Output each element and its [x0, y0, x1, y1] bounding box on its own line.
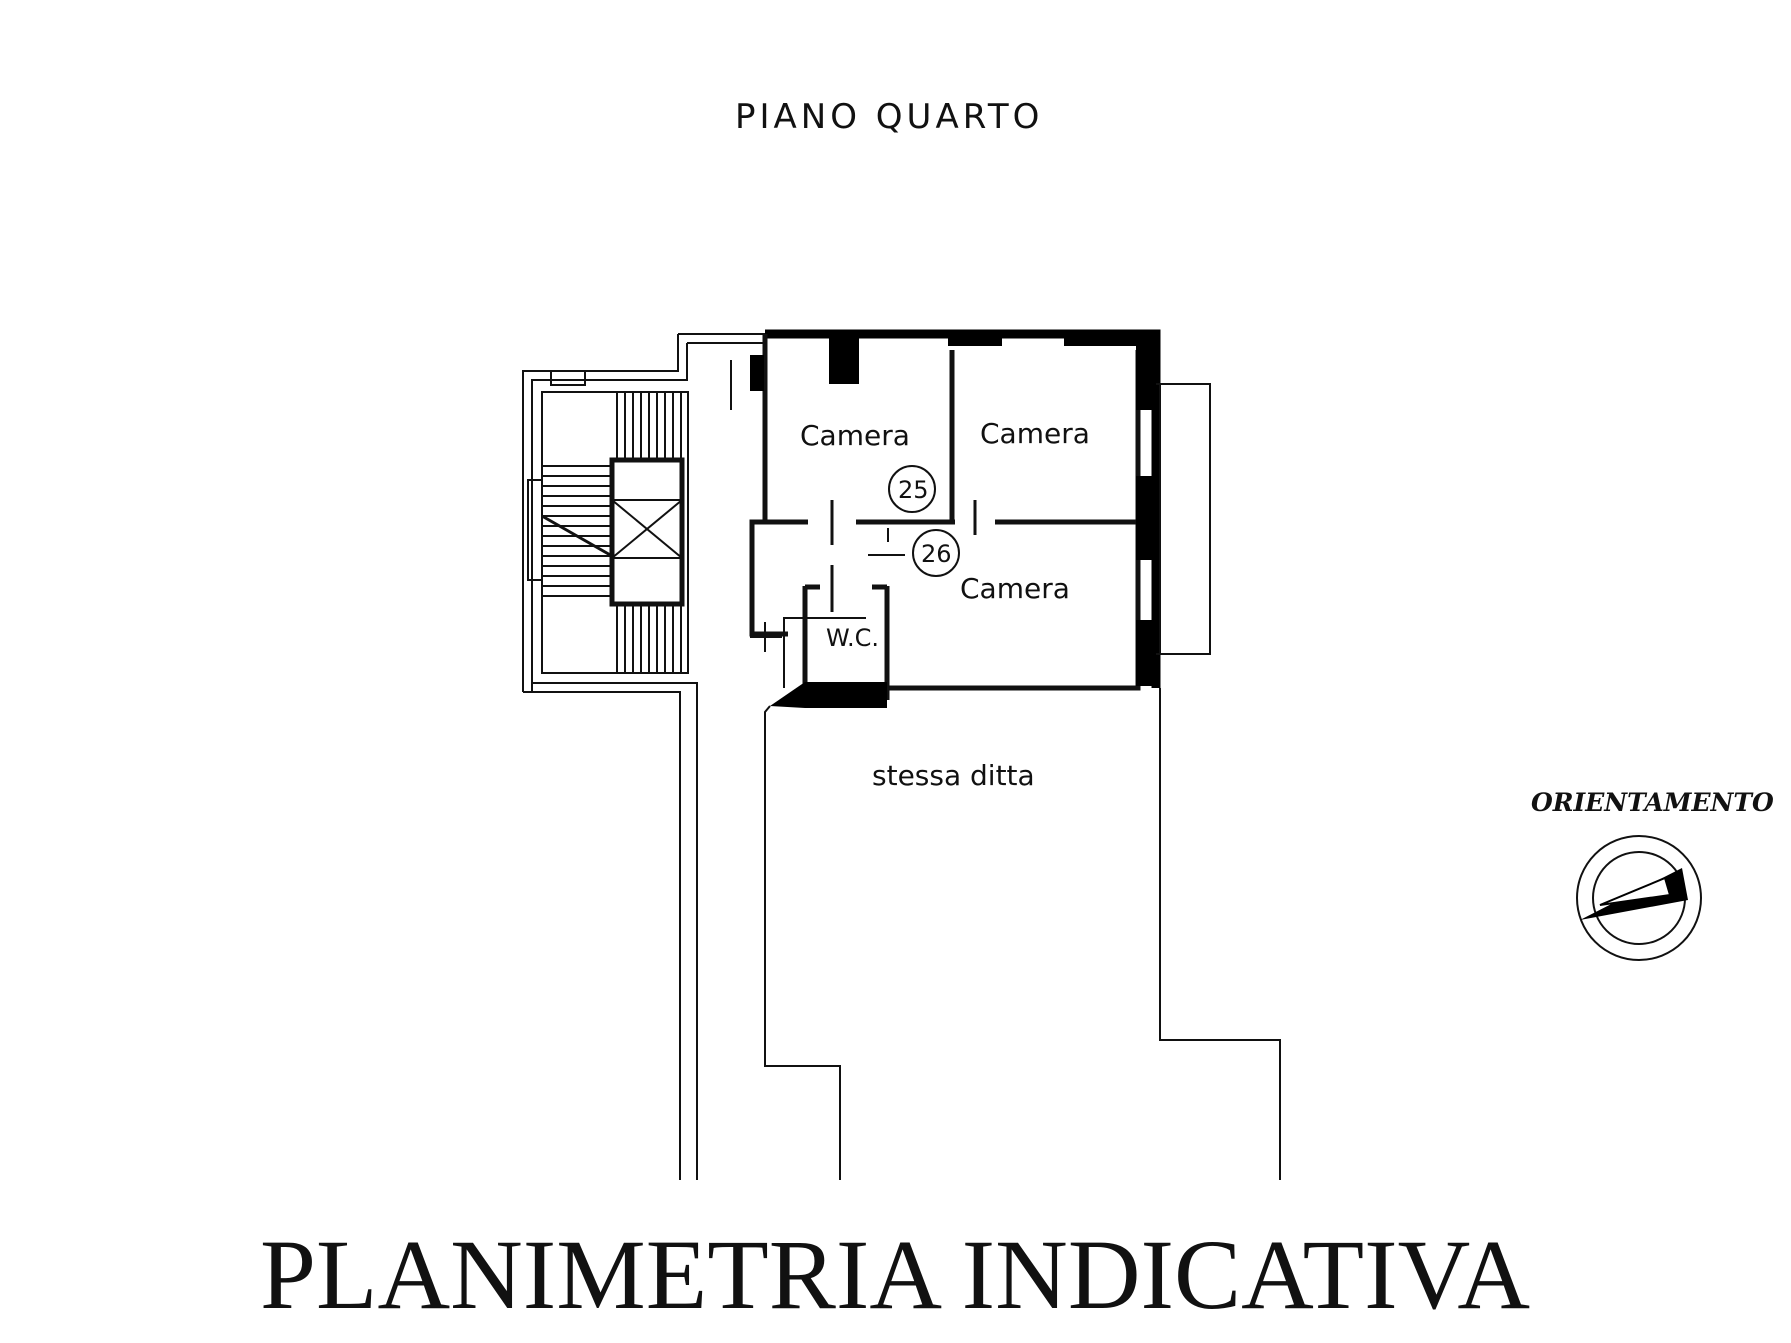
stair-steps-lower: [616, 604, 682, 673]
stair-steps-side: [541, 465, 613, 597]
adjacent-property-label: stessa ditta: [872, 759, 1035, 792]
orientation-label: ORIENTAMENTO: [1531, 788, 1774, 817]
compass-icon: [1576, 835, 1702, 961]
svg-text:26: 26: [921, 540, 952, 568]
svg-text:25: 25: [898, 476, 929, 504]
room-label-camera-bottom: Camera: [960, 572, 1070, 605]
unit-marker-25: 25: [888, 465, 936, 513]
room-label-camera-top-left: Camera: [800, 419, 910, 452]
room-label-wc: W.C.: [826, 624, 879, 652]
elevator-shaft: [609, 457, 685, 607]
unit-marker-26: 26: [912, 529, 960, 577]
floor-title: PIANO QUARTO: [735, 97, 1043, 137]
adjacent-property-outline: [764, 688, 1281, 1180]
footer-title: PLANIMETRIA INDICATIVA: [260, 1219, 1530, 1330]
staircase: [522, 334, 689, 692]
apartment-walls: [749, 329, 1211, 708]
corridor-walls: [523, 333, 765, 1180]
room-label-camera-top-right: Camera: [980, 417, 1090, 450]
stair-steps-upper: [616, 392, 682, 460]
